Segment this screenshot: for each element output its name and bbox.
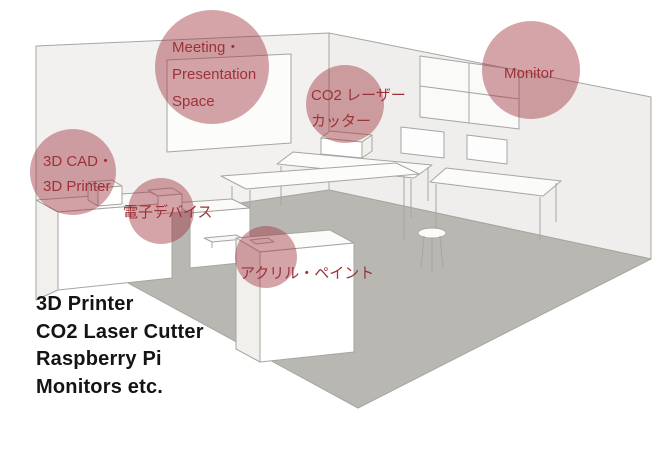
whiteboard bbox=[166, 53, 292, 153]
hotspot-label: アクリル・ペイント bbox=[240, 265, 375, 282]
label-line: CO2 レーザー bbox=[311, 87, 406, 104]
hotspot-co2-laser: CO2 レーザー カッター bbox=[306, 65, 406, 143]
highlight-circle bbox=[30, 129, 116, 215]
highlight-circle bbox=[155, 10, 269, 124]
label-line: 3D Printer bbox=[43, 178, 111, 195]
highlight-circle bbox=[482, 21, 580, 119]
hotspot-label: 電子デバイス bbox=[123, 204, 213, 221]
label-line: Space bbox=[172, 93, 215, 110]
equipment-list: 3D Printer CO2 Laser Cutter Raspberry Pi… bbox=[36, 291, 204, 401]
monitor-grid bbox=[419, 55, 520, 130]
hotspot-label: 3D CAD・ 3D Printer bbox=[43, 149, 113, 199]
stool bbox=[417, 227, 447, 271]
label-line: 3D CAD・ bbox=[43, 153, 114, 170]
hotspot-label: Monitor bbox=[504, 65, 555, 82]
hotspot-acrylic-paint: アクリル・ペイント bbox=[235, 226, 374, 288]
equipment-list-item: Monitors etc. bbox=[36, 375, 164, 398]
label-line: Presentation bbox=[172, 66, 257, 83]
hotspot-monitor: Monitor bbox=[482, 21, 580, 119]
highlight-circle bbox=[235, 226, 297, 288]
label-line: Meeting・ bbox=[172, 39, 241, 56]
desk-right bbox=[429, 167, 562, 240]
wall-monitors bbox=[400, 126, 508, 165]
hotspot-label: CO2 レーザー カッター bbox=[311, 83, 406, 135]
hotspot-label: Meeting・ Presentation Space bbox=[172, 34, 256, 115]
front-island bbox=[235, 229, 355, 363]
hotspot-meeting-space: Meeting・ Presentation Space bbox=[155, 10, 269, 124]
laser-cutter bbox=[320, 130, 373, 159]
highlight-circle bbox=[128, 178, 194, 244]
equipment-list-item: Raspberry Pi bbox=[36, 348, 162, 370]
label-line: カッター bbox=[311, 113, 372, 130]
highlight-circle bbox=[306, 65, 384, 143]
equipment-list-item: 3D Printer bbox=[36, 293, 134, 315]
hotspot-electronic-devices: 電子デバイス bbox=[123, 178, 213, 244]
printer-boxes bbox=[87, 179, 183, 215]
equipment-list-item: CO2 Laser Cutter bbox=[36, 320, 204, 343]
hotspot-3d-cad-printer: 3D CAD・ 3D Printer bbox=[30, 129, 116, 215]
